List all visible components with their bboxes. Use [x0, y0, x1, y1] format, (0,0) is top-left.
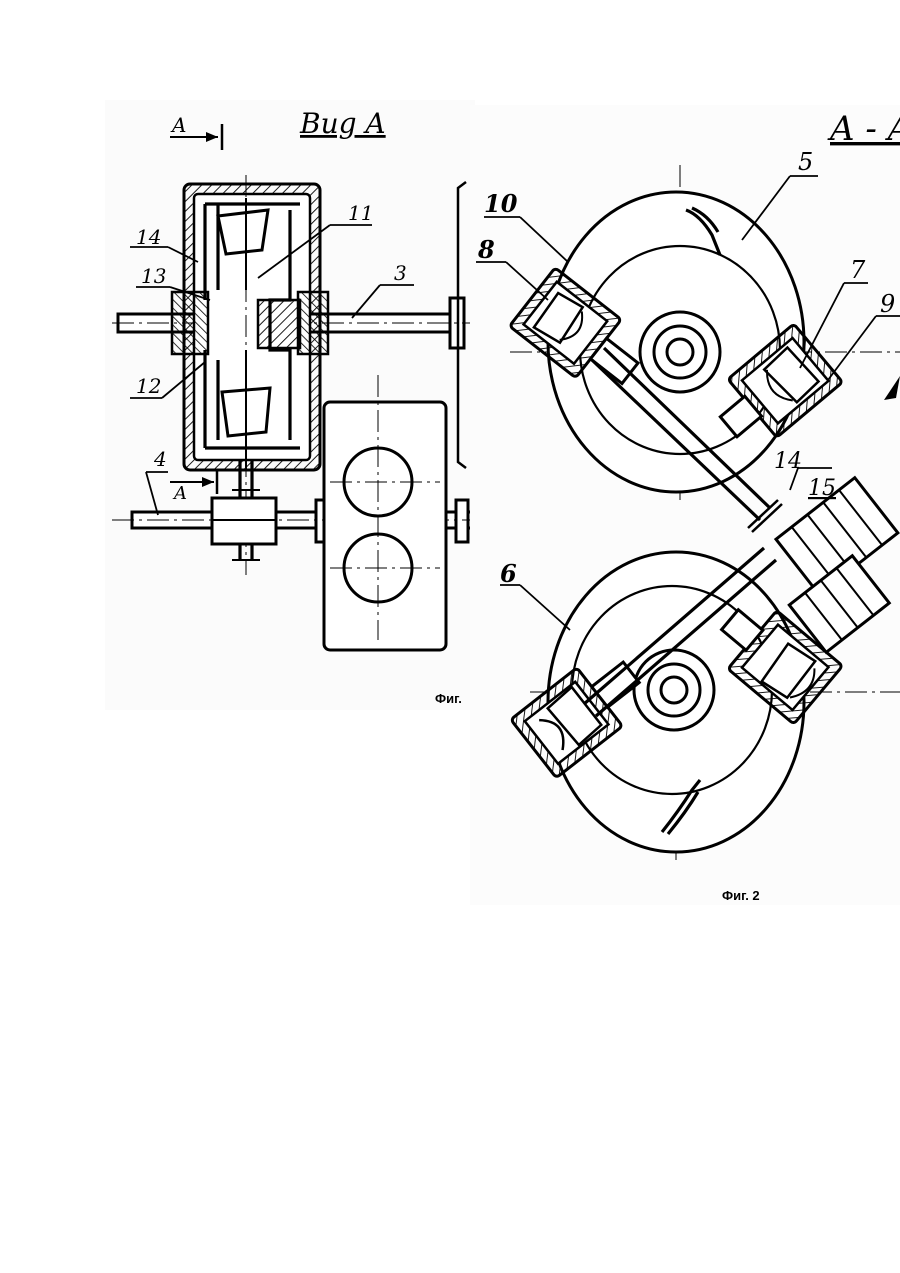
- fig1-caption: Фиг.: [435, 691, 462, 706]
- label-9: 9: [880, 290, 895, 318]
- label-13: 13: [141, 264, 166, 288]
- gearbox: [324, 375, 446, 650]
- label-11: 11: [348, 201, 373, 225]
- label-15: 15: [808, 476, 836, 501]
- label-14: 14: [136, 225, 161, 249]
- label-12: 12: [136, 374, 161, 398]
- figure-1: A Bug A: [105, 100, 475, 710]
- figure-2: A - A: [470, 105, 900, 905]
- label-6: 6: [500, 559, 517, 588]
- label-14-fig2: 14: [774, 449, 802, 474]
- label-7: 7: [850, 256, 866, 284]
- label-4: 4: [153, 447, 167, 471]
- label-10: 10: [484, 189, 518, 218]
- label-5: 5: [798, 148, 813, 176]
- fig2-caption: Фиг. 2: [722, 888, 760, 903]
- section-title: A - A: [827, 109, 900, 149]
- label-8: 8: [477, 235, 495, 264]
- label-3: 3: [394, 261, 407, 285]
- view-title: Bug A: [299, 107, 386, 140]
- section-mark-letter-lower: A: [172, 483, 187, 504]
- section-mark-letter: A: [170, 113, 186, 137]
